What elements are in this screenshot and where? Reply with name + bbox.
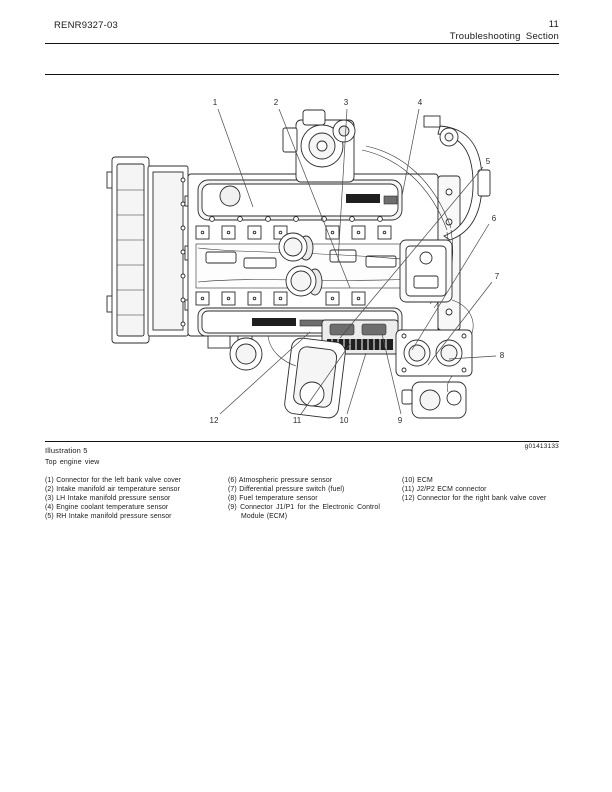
callout-leader-9 bbox=[381, 333, 402, 415]
callout-number-11: 11 bbox=[293, 416, 302, 425]
figure-subcaption: Top engine view bbox=[45, 459, 100, 466]
figure-caption: Illustration 5 bbox=[45, 446, 88, 455]
callout-number-6: 6 bbox=[492, 214, 497, 223]
callout-number-8: 8 bbox=[500, 351, 505, 360]
callout-number-12: 12 bbox=[210, 416, 219, 425]
figure-rule bbox=[45, 441, 559, 442]
legend-item: (9) Connector J1/P1 for the Electronic C… bbox=[228, 504, 380, 520]
callout-number-5: 5 bbox=[486, 157, 491, 166]
callout-leader-6 bbox=[411, 223, 490, 351]
header-right: 11 Troubleshooting Section bbox=[450, 19, 559, 42]
section-rule bbox=[45, 74, 559, 75]
callout-leader-12 bbox=[219, 331, 311, 415]
callout-leader-1 bbox=[217, 108, 254, 208]
callout-leader-8 bbox=[448, 355, 497, 360]
legend-column-2: (6) Atmospheric pressure sensor (7) Diffe… bbox=[228, 476, 380, 521]
legend-item: (2) Intake manifold air temperature sens… bbox=[45, 486, 181, 493]
header-rule bbox=[45, 43, 559, 44]
callout-leader-3 bbox=[337, 108, 348, 263]
callout-number-4: 4 bbox=[418, 98, 423, 107]
callout-number-3: 3 bbox=[344, 98, 349, 107]
callout-leader-7 bbox=[427, 281, 493, 366]
callout-leader-4 bbox=[401, 108, 420, 197]
page-number: 11 bbox=[548, 19, 559, 30]
legend-item: (7) Differential pressure switch (fuel) bbox=[228, 486, 345, 493]
callout-number-7: 7 bbox=[495, 272, 500, 281]
figure-id: g01413133 bbox=[524, 443, 559, 450]
document-number: RENR9327-03 bbox=[54, 20, 118, 31]
legend-item: (10) ECM bbox=[402, 477, 433, 484]
legend-item: (5) RH Intake manifold pressure sensor bbox=[45, 513, 172, 520]
callout-number-1: 1 bbox=[213, 98, 218, 107]
legend-item: (1) Connector for the left bank valve co… bbox=[45, 477, 182, 484]
section-title: Troubleshooting Section bbox=[449, 30, 559, 42]
legend-item: (8) Fuel temperature sensor bbox=[228, 495, 318, 502]
callout-number-10: 10 bbox=[340, 416, 349, 425]
legend-item: (11) J2/P2 ECM connector bbox=[402, 486, 487, 493]
legend-item: (3) LH Intake manifold pressure sensor bbox=[45, 495, 171, 502]
callout-number-9: 9 bbox=[398, 416, 403, 425]
callout-leader-11 bbox=[300, 343, 351, 415]
callout-number-2: 2 bbox=[274, 98, 279, 107]
callout-leader-5 bbox=[339, 166, 484, 339]
legend-column-1: (1) Connector for the left bank valve co… bbox=[45, 476, 223, 521]
legend-item: (6) Atmospheric pressure sensor bbox=[228, 477, 333, 484]
legend-item: (12) Connector for the right bank valve … bbox=[402, 495, 547, 502]
legend-item: (4) Engine coolant temperature sensor bbox=[45, 504, 169, 511]
callout-leader-10 bbox=[346, 352, 367, 415]
legend-column-3: (10) ECM (11) J2/P2 ECM connector (12) Con… bbox=[402, 476, 570, 503]
